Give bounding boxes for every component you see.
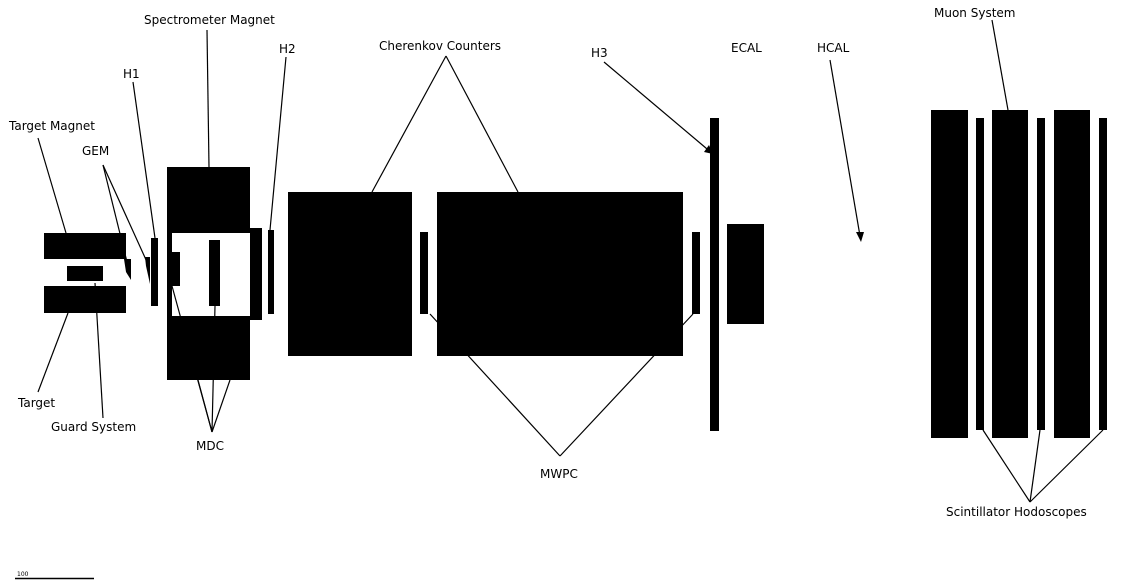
scale-bar: 100 bbox=[15, 571, 94, 580]
label-mdc: MDC bbox=[196, 439, 224, 453]
target-block bbox=[67, 266, 103, 281]
label-h3: H3 bbox=[591, 46, 608, 60]
leader-gem-1 bbox=[102, 164, 128, 263]
scintillator-hodoscope-1 bbox=[976, 118, 984, 430]
leader-muon-system bbox=[991, 19, 1009, 111]
mwpc-chamber-1 bbox=[420, 232, 428, 314]
leader-mdc-4 bbox=[211, 379, 231, 433]
leader-mwpc-2 bbox=[559, 313, 694, 457]
leader-guard-system bbox=[94, 282, 104, 419]
scale-bar-label: 100 bbox=[17, 571, 29, 578]
h2-hodoscope bbox=[268, 230, 274, 314]
leader-mwpc-1 bbox=[429, 313, 561, 457]
target-magnet-upper bbox=[44, 233, 126, 259]
leader-scint-2 bbox=[1029, 429, 1041, 503]
spectrometer-magnet-lower bbox=[167, 316, 250, 380]
label-gem: GEM bbox=[82, 144, 109, 158]
cherenkov-counter-1 bbox=[288, 192, 412, 356]
leader-gem-2 bbox=[102, 164, 148, 263]
spectrometer-magnet-right-wall bbox=[250, 228, 262, 320]
gem-detector-2 bbox=[145, 257, 150, 284]
text-labels: Spectrometer Magnet Cherenkov Counters M… bbox=[8, 6, 1087, 519]
spectrometer-magnet-assembly bbox=[167, 167, 274, 380]
scintillator-hodoscope-2 bbox=[1037, 118, 1045, 430]
spectrometer-magnet-left-wall bbox=[167, 233, 172, 316]
label-cherenkov-counters: Cherenkov Counters bbox=[379, 39, 501, 53]
label-ecal: ECAL bbox=[731, 41, 762, 55]
label-hcal: HCAL bbox=[817, 41, 850, 55]
target-magnet-assembly bbox=[44, 233, 158, 313]
label-target: Target bbox=[17, 396, 55, 410]
label-mwpc: MWPC bbox=[540, 467, 578, 481]
h3-hodoscope bbox=[710, 118, 719, 431]
leader-spectrometer-magnet bbox=[206, 29, 210, 168]
gem-detector-1 bbox=[124, 259, 131, 280]
label-scintillator-hodoscopes: Scintillator Hodoscopes bbox=[946, 505, 1087, 519]
label-h1: H1 bbox=[123, 67, 140, 81]
cherenkov-counter-2 bbox=[437, 192, 683, 356]
cherenkov-assembly bbox=[288, 192, 700, 356]
leader-target bbox=[37, 312, 69, 393]
label-guard-system: Guard System bbox=[51, 420, 136, 434]
muon-absorber-2 bbox=[992, 110, 1028, 438]
muon-absorber-3 bbox=[1054, 110, 1090, 438]
leader-h1 bbox=[132, 81, 156, 239]
leader-scint-3 bbox=[1029, 429, 1104, 503]
spectrometer-magnet-upper bbox=[167, 167, 250, 233]
label-muon-system: Muon System bbox=[934, 6, 1015, 20]
leader-lines bbox=[37, 19, 1104, 503]
muon-absorber-1 bbox=[931, 110, 968, 438]
scintillator-hodoscope-3 bbox=[1099, 118, 1107, 430]
leader-cherenkov-1 bbox=[371, 55, 447, 193]
mdc-chamber-2 bbox=[209, 240, 220, 306]
h1-hodoscope bbox=[151, 238, 158, 306]
arrowhead-hcal bbox=[856, 232, 864, 242]
leader-mdc-2 bbox=[197, 379, 213, 433]
label-target-magnet: Target Magnet bbox=[8, 119, 95, 133]
muon-system-assembly bbox=[931, 110, 1107, 438]
target-magnet-lower bbox=[44, 286, 126, 313]
calorimeter-assembly bbox=[710, 118, 764, 431]
mwpc-chamber-2 bbox=[692, 232, 700, 314]
arrowhead-h3 bbox=[704, 145, 713, 154]
leader-h3 bbox=[603, 61, 714, 155]
label-h2: H2 bbox=[279, 42, 296, 56]
leader-cherenkov-2 bbox=[445, 55, 519, 193]
leader-mdc-3 bbox=[211, 305, 216, 433]
label-spectrometer-magnet: Spectrometer Magnet bbox=[144, 13, 275, 27]
ecal-block bbox=[727, 224, 764, 324]
leader-hcal bbox=[829, 59, 861, 237]
mdc-chamber-1 bbox=[170, 252, 180, 286]
leader-target-magnet bbox=[37, 137, 67, 234]
leader-h2 bbox=[269, 56, 287, 231]
leader-scint-1 bbox=[982, 429, 1031, 503]
